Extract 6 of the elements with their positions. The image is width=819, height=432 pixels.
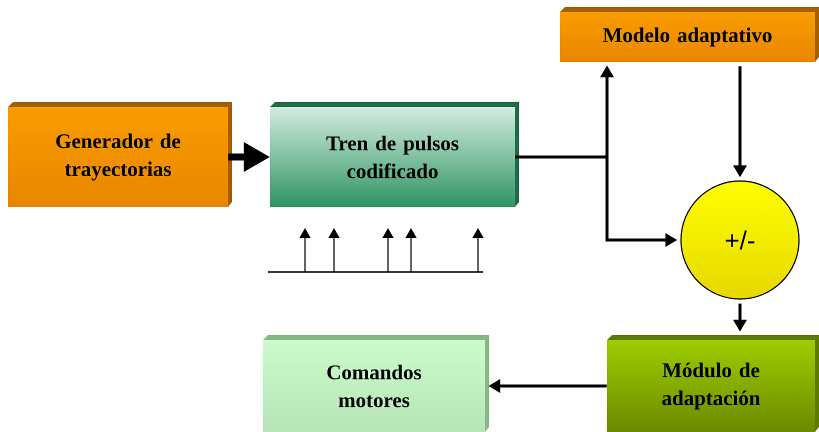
process-box: Comandos motores	[263, 335, 489, 432]
process-box: Tren de pulsos codificado	[270, 102, 519, 207]
process-box: Módulo de adaptación	[607, 335, 819, 432]
process-box: Generador de trayectorias	[8, 102, 232, 207]
process-box: Modelo adaptativo	[560, 7, 819, 62]
arrow	[228, 142, 270, 172]
